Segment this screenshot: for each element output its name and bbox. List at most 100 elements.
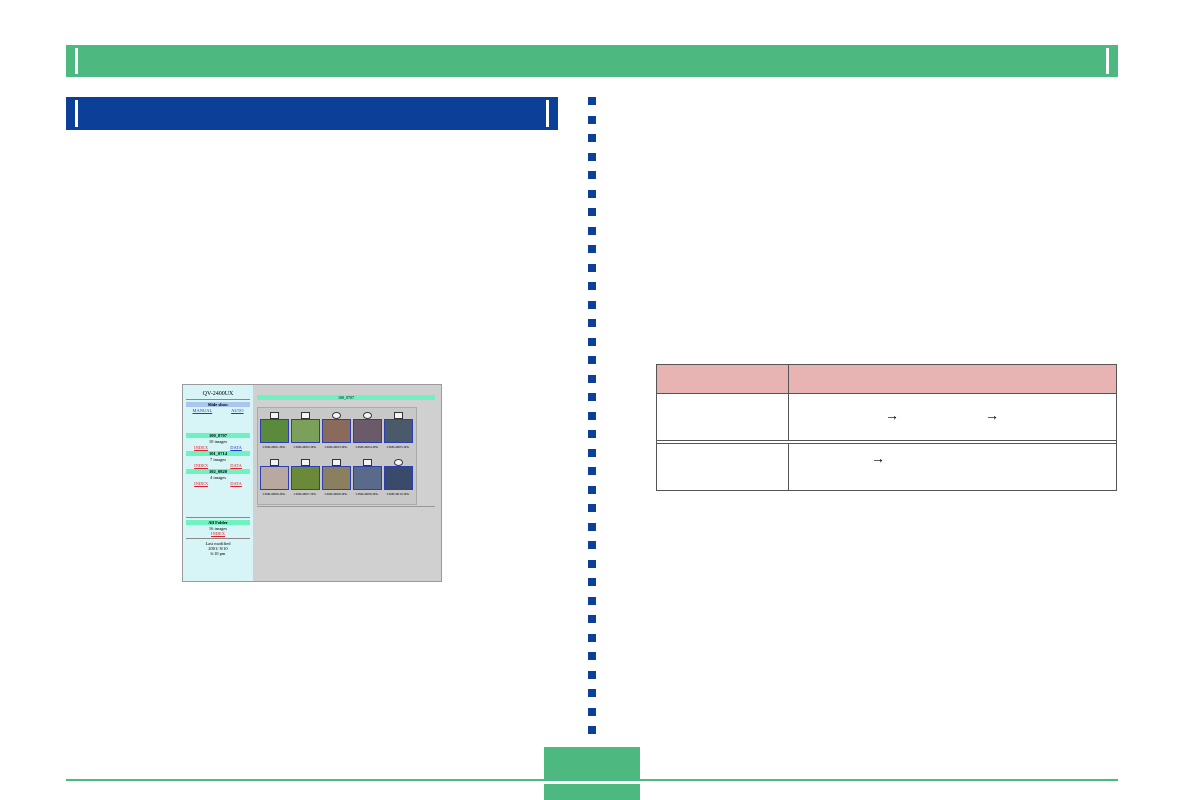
bullet-square bbox=[588, 375, 596, 383]
bullet-square bbox=[588, 171, 596, 179]
thumbnail-image[interactable] bbox=[322, 466, 351, 490]
bullet-square bbox=[588, 356, 596, 364]
bullet-square bbox=[588, 504, 596, 512]
last-modified-date: 2001/ 8/10 bbox=[208, 546, 228, 551]
thumbnail-cell[interactable]: CIMG0005.JPG bbox=[383, 409, 413, 455]
folder-entry: 102_0820 4 images INDEX DATA bbox=[183, 469, 253, 486]
thumbnail-image[interactable] bbox=[291, 466, 320, 490]
page-number-tab-lower bbox=[544, 784, 640, 800]
thumbnail-cell[interactable]: CIMG0009.JPG bbox=[352, 456, 382, 502]
thumbnail-cell[interactable]: CIMG0002.JPG bbox=[290, 409, 320, 455]
data-link[interactable]: DATA bbox=[230, 481, 242, 486]
info-table bbox=[656, 364, 1117, 491]
sidebar-divider bbox=[186, 399, 250, 400]
thumbnail-image[interactable] bbox=[384, 466, 413, 490]
folder-count: 10 images bbox=[208, 439, 228, 444]
bullet-square bbox=[588, 338, 596, 346]
section-bar-notch-left bbox=[75, 100, 78, 127]
bullet-square bbox=[588, 652, 596, 660]
thumbnail-cell[interactable]: CIMG0004.JPG bbox=[352, 409, 382, 455]
section-title-bar bbox=[66, 97, 558, 130]
thumbnail-image[interactable] bbox=[260, 419, 289, 443]
table-header-row bbox=[656, 364, 1117, 394]
table-header-cell bbox=[788, 364, 1117, 394]
bullet-square bbox=[588, 282, 596, 290]
auto-link[interactable]: AUTO bbox=[231, 408, 244, 413]
thumbnail-image[interactable] bbox=[353, 466, 382, 490]
bullet-square bbox=[588, 615, 596, 623]
thumbnail-label: CIMG0008.JPG bbox=[324, 492, 348, 496]
page-number-tab bbox=[544, 747, 640, 781]
folder-entry: 101_0714 7 images INDEX DATA bbox=[183, 451, 253, 468]
thumbnail-cell[interactable]: CIMG0003.JPG bbox=[321, 409, 351, 455]
thumbnail-cell[interactable]: CIMG0010.JPG bbox=[383, 456, 413, 502]
thumbnail-cell[interactable]: CIMG0007.JPG bbox=[290, 456, 320, 502]
header-bar-notch-left bbox=[75, 48, 78, 74]
thumbnail-image[interactable] bbox=[260, 466, 289, 490]
sidebar-divider bbox=[186, 538, 250, 539]
screenshot-main-panel: 100_0707 CIMG0001.JPG CIMG0002.JPG CIMG0… bbox=[253, 385, 441, 581]
folder-entry: 100_0707 10 images INDEX DATA bbox=[183, 433, 253, 450]
portrait-mode-icon bbox=[363, 412, 372, 419]
thumbnail-label: CIMG0010.JPG bbox=[386, 492, 410, 496]
camera-mode-icon bbox=[394, 412, 403, 419]
bullet-square bbox=[588, 597, 596, 605]
index-link[interactable]: INDEX bbox=[194, 463, 209, 468]
all-index-link[interactable]: INDEX bbox=[211, 531, 225, 536]
slide-show-links: MANUAL AUTO bbox=[183, 408, 253, 413]
folder-links: INDEX DATA bbox=[183, 481, 253, 486]
bullet-square bbox=[588, 449, 596, 457]
thumbnail-cell[interactable]: CIMG0001.JPG bbox=[259, 409, 289, 455]
sidebar-divider bbox=[186, 517, 250, 518]
table-row bbox=[656, 393, 1117, 441]
grid-bottom-rule bbox=[257, 506, 435, 507]
landscape-mode-icon bbox=[332, 459, 341, 466]
index-link[interactable]: INDEX bbox=[194, 445, 209, 450]
thumbnail-cell[interactable]: CIMG0006.JPG bbox=[259, 456, 289, 502]
bullet-square bbox=[588, 560, 596, 568]
manual-link[interactable]: MANUAL bbox=[192, 408, 213, 413]
camera-mode-icon bbox=[301, 459, 310, 466]
thumbnail-image[interactable] bbox=[353, 419, 382, 443]
bullet-square bbox=[588, 116, 596, 124]
thumbnail-image[interactable] bbox=[291, 419, 320, 443]
bullet-square bbox=[588, 208, 596, 216]
bullet-square bbox=[588, 689, 596, 697]
bullet-square bbox=[588, 541, 596, 549]
table-row bbox=[656, 443, 1117, 491]
index-link[interactable]: INDEX bbox=[194, 481, 209, 486]
sidebar-spacer bbox=[183, 487, 253, 515]
folder-links: INDEX DATA bbox=[183, 445, 253, 450]
last-modified-time: 6:10 pm bbox=[210, 551, 226, 556]
thumbnail-image[interactable] bbox=[384, 419, 413, 443]
folder-links: INDEX DATA bbox=[183, 463, 253, 468]
section-bar-notch-right bbox=[546, 100, 549, 127]
thumbnail-cell[interactable]: CIMG0008.JPG bbox=[321, 456, 351, 502]
thumbnail-image[interactable] bbox=[322, 419, 351, 443]
bullet-square bbox=[588, 227, 596, 235]
camera-model: QV-2400UX bbox=[202, 391, 234, 397]
bullet-square bbox=[588, 430, 596, 438]
thumbnail-label: CIMG0009.JPG bbox=[355, 492, 379, 496]
camera-mode-icon bbox=[270, 412, 279, 419]
bullet-square bbox=[588, 412, 596, 420]
table-spacer-row bbox=[656, 440, 1117, 444]
bullet-square bbox=[588, 708, 596, 716]
table-cell bbox=[656, 443, 789, 491]
table-cell bbox=[656, 393, 789, 441]
bullet-square bbox=[588, 301, 596, 309]
embedded-browser-screenshot: QV-2400UX Slide show MANUAL AUTO 100_070… bbox=[182, 384, 442, 582]
camera-mode-icon bbox=[301, 412, 310, 419]
camera-mode-icon bbox=[270, 459, 279, 466]
folder-name: 100_0707 bbox=[186, 433, 250, 438]
bullet-square bbox=[588, 671, 596, 679]
table-header-cell bbox=[656, 364, 789, 394]
night-mode-icon bbox=[394, 459, 403, 466]
slide-show-heading: Slide show bbox=[186, 402, 250, 407]
thumbnail-label: CIMG0001.JPG bbox=[262, 445, 286, 449]
thumbnail-label: CIMG0004.JPG bbox=[355, 445, 379, 449]
folder-name: 102_0820 bbox=[186, 469, 250, 474]
data-link[interactable]: DATA bbox=[230, 445, 242, 450]
sidebar-spacer bbox=[183, 414, 253, 432]
data-link[interactable]: DATA bbox=[230, 463, 242, 468]
